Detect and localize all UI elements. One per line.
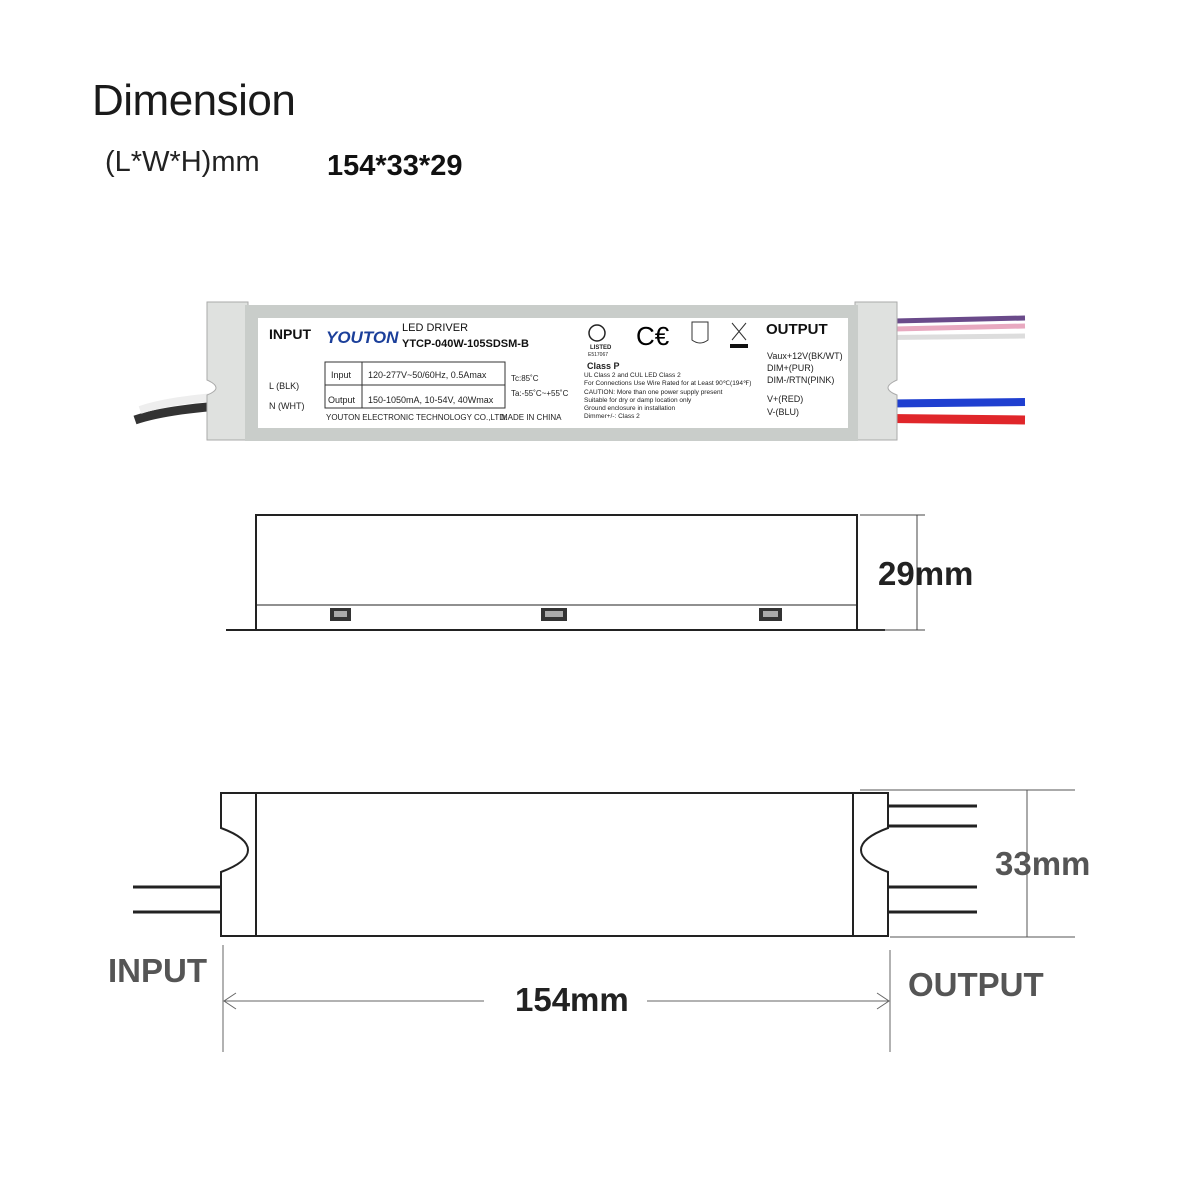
- product-type: LED DRIVER: [402, 322, 469, 334]
- note: Suitable for dry or damp location only: [584, 396, 692, 404]
- spec-input-name: Input: [331, 370, 352, 380]
- made-in: MADE IN CHINA: [501, 413, 562, 422]
- company-name: YOUTON ELECTRONIC TECHNOLOGY CO.,LTD.: [326, 413, 508, 422]
- output-wire: DIM+(PUR): [767, 363, 814, 373]
- input-heading: INPUT: [269, 326, 311, 342]
- height-dimension: 29mm: [878, 555, 974, 592]
- width-dimension: 33mm: [995, 845, 1091, 882]
- output-heading: OUTPUT: [766, 321, 828, 338]
- l-wire-label: L (BLK): [269, 381, 300, 391]
- ul-file: E517067: [588, 352, 609, 358]
- ul-listed: LISTED: [590, 345, 612, 351]
- brand-logo: YOUTON: [326, 328, 399, 347]
- ta-rating: Ta:-55˚C~+55˚C: [511, 389, 569, 398]
- n-wire-label: N (WHT): [269, 401, 305, 411]
- output-wire: DIM-/RTN(PINK): [767, 375, 835, 385]
- output-wire: V-(BLU): [767, 407, 800, 417]
- input-side-label: INPUT: [108, 952, 207, 989]
- note: Dimmer+/-: Class 2: [584, 413, 640, 421]
- page-title: Dimension: [92, 76, 296, 125]
- output-wire: Vaux+12V(BK/WT): [767, 351, 843, 361]
- spec-output-value: 150-1050mA, 10-54V, 40Wmax: [368, 395, 494, 405]
- dims-value: 154*33*29: [327, 150, 463, 182]
- spec-output-name: Output: [328, 395, 356, 405]
- class-label: Class P: [587, 361, 620, 371]
- notes: UL Class 2 and CUL LED Class 2 For Conne…: [584, 372, 751, 422]
- spec-input-value: 120-277V~50/60Hz, 0.5Amax: [368, 370, 487, 380]
- note: For Connections Use Wire Rated for at Le…: [584, 380, 752, 388]
- output-side-label: OUTPUT: [908, 966, 1044, 1003]
- svg-text:C€: C€: [636, 321, 670, 351]
- tc-rating: Tc:85˚C: [511, 374, 539, 383]
- length-dimension: 154mm: [515, 981, 629, 1018]
- output-wire: V+(RED): [767, 394, 804, 404]
- dims-label: (L*W*H)mm: [105, 146, 260, 178]
- model-number: YTCP-040W-105SDSM-B: [402, 338, 529, 350]
- note: CAUTION: More than one power supply pres…: [584, 388, 723, 396]
- note: UL Class 2 and CUL LED Class 2: [584, 372, 681, 379]
- note: Ground enclosure in installation: [584, 405, 676, 413]
